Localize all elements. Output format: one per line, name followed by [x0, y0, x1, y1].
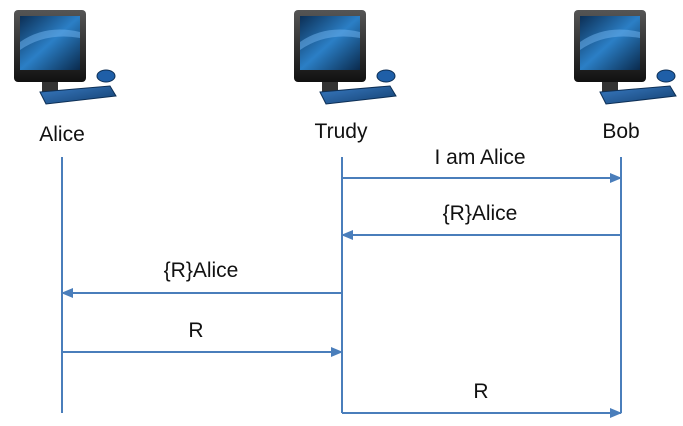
computer-icon-alice — [14, 10, 117, 105]
computer-icon-bob — [574, 10, 677, 105]
desktop-computer-icon — [14, 10, 117, 105]
computer-icon-trudy — [294, 10, 397, 105]
message-label-3: {R}Alice — [163, 259, 239, 282]
party-label-bob: Bob — [602, 120, 640, 143]
message-label-5: R — [473, 380, 489, 403]
party-label-trudy: Trudy — [314, 120, 368, 143]
message-label-4: R — [188, 319, 204, 342]
message-label-1: I am Alice — [434, 146, 526, 169]
desktop-computer-icon — [294, 10, 397, 105]
message-label-2: {R}Alice — [442, 202, 518, 225]
desktop-computer-icon — [574, 10, 677, 105]
party-label-alice: Alice — [39, 123, 85, 146]
